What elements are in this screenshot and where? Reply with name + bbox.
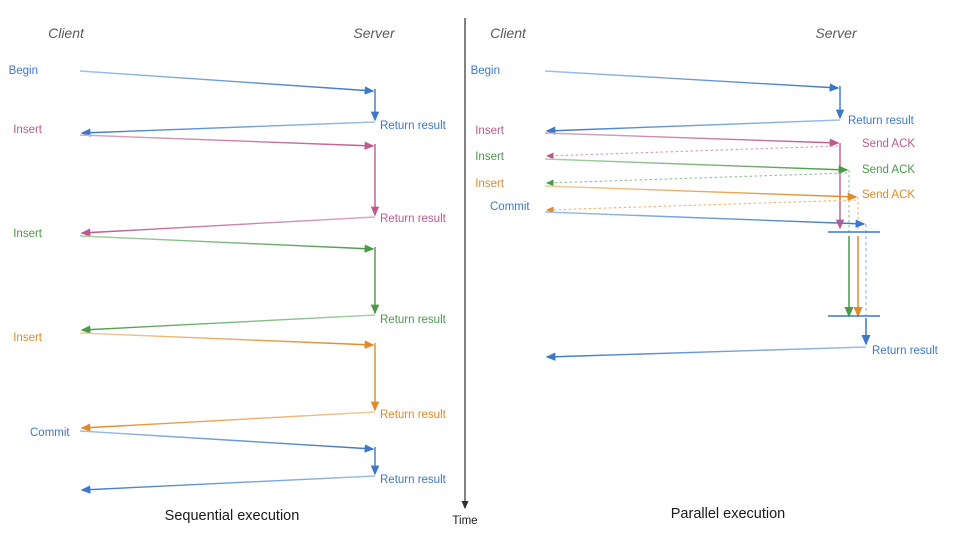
- reply-arrow-insert-3: [80, 411, 376, 432]
- request-label-insert-1-parallel: Insert: [475, 125, 505, 137]
- request-arrow-commit-parallel: [544, 211, 866, 228]
- request-label-insert-2-parallel: Insert: [475, 151, 505, 163]
- reply-label-begin: Return result: [380, 120, 447, 132]
- request-arrow-insert-2: [79, 235, 375, 253]
- message-group-insert-3: Insert Return result: [13, 332, 447, 432]
- reply-label-insert-2: Return result: [380, 314, 447, 326]
- ack-arrow-insert-1-parallel: [545, 145, 839, 160]
- ack-label-insert-2-parallel: Send ACK: [862, 164, 915, 176]
- request-arrow-insert-3: [79, 332, 375, 349]
- request-arrow-insert-2-parallel: [544, 158, 849, 174]
- reply-label-commit-parallel: Return result: [872, 345, 939, 357]
- reply-arrow-insert-1: [80, 216, 376, 237]
- reply-arrow-begin-parallel: [545, 119, 841, 135]
- panel-sequential: Client Server Begin Return result Insert…: [9, 25, 447, 524]
- panel-parallel: Client Server Begin Return result Insert…: [471, 25, 939, 522]
- request-arrow-begin-parallel: [544, 70, 840, 92]
- message-group-insert-1-parallel: Insert Send ACK: [475, 125, 915, 230]
- reply-arrow-commit: [80, 475, 376, 494]
- reply-arrow-commit-parallel: [545, 346, 867, 361]
- request-arrow-insert-1: [79, 134, 375, 150]
- message-group-insert-2: Insert Return result: [13, 228, 447, 334]
- request-label-insert-1: Insert: [13, 124, 43, 136]
- message-group-insert-1: Insert Return result: [13, 124, 447, 237]
- request-arrow-commit: [79, 430, 375, 453]
- request-arrow-begin: [79, 70, 375, 95]
- time-axis-label: Time: [452, 515, 477, 527]
- reply-label-insert-3: Return result: [380, 409, 447, 421]
- server-lane-header-parallel: Server: [815, 25, 858, 41]
- ack-label-insert-1-parallel: Send ACK: [862, 138, 915, 150]
- panel-caption-parallel: Parallel execution: [671, 506, 785, 522]
- reply-label-commit: Return result: [380, 474, 447, 486]
- panel-caption-sequential: Sequential execution: [165, 508, 300, 524]
- message-group-begin-parallel: Begin Return result: [471, 65, 915, 135]
- request-label-insert-3: Insert: [13, 332, 43, 344]
- ack-arrow-insert-3-parallel: [545, 199, 857, 214]
- ack-arrow-insert-2-parallel: [545, 172, 848, 187]
- message-group-commit-parallel: Commit Return result: [490, 201, 939, 361]
- request-label-commit: Commit: [30, 427, 70, 439]
- client-lane-header-parallel: Client: [490, 25, 527, 41]
- reply-arrow-insert-2: [80, 314, 376, 334]
- time-axis: Time: [452, 18, 478, 527]
- message-group-insert-2-parallel: Insert Send ACK: [475, 151, 915, 318]
- request-label-begin: Begin: [9, 65, 38, 77]
- ack-label-insert-3-parallel: Send ACK: [862, 189, 915, 201]
- request-label-insert-2: Insert: [13, 228, 43, 240]
- message-group-insert-3-parallel: Insert Send ACK: [475, 178, 915, 318]
- reply-arrow-begin: [80, 121, 376, 137]
- request-label-insert-3-parallel: Insert: [475, 178, 505, 190]
- request-arrow-insert-3-parallel: [544, 185, 858, 201]
- request-arrow-insert-1-parallel: [544, 132, 840, 147]
- reply-label-insert-1: Return result: [380, 213, 447, 225]
- message-group-commit: Commit Return result: [30, 427, 447, 494]
- server-lane-header: Server: [353, 25, 396, 41]
- client-lane-header: Client: [48, 25, 85, 41]
- message-group-begin: Begin Return result: [9, 65, 447, 137]
- request-label-begin-parallel: Begin: [471, 65, 500, 77]
- reply-label-begin-parallel: Return result: [848, 115, 915, 127]
- request-label-commit-parallel: Commit: [490, 201, 530, 213]
